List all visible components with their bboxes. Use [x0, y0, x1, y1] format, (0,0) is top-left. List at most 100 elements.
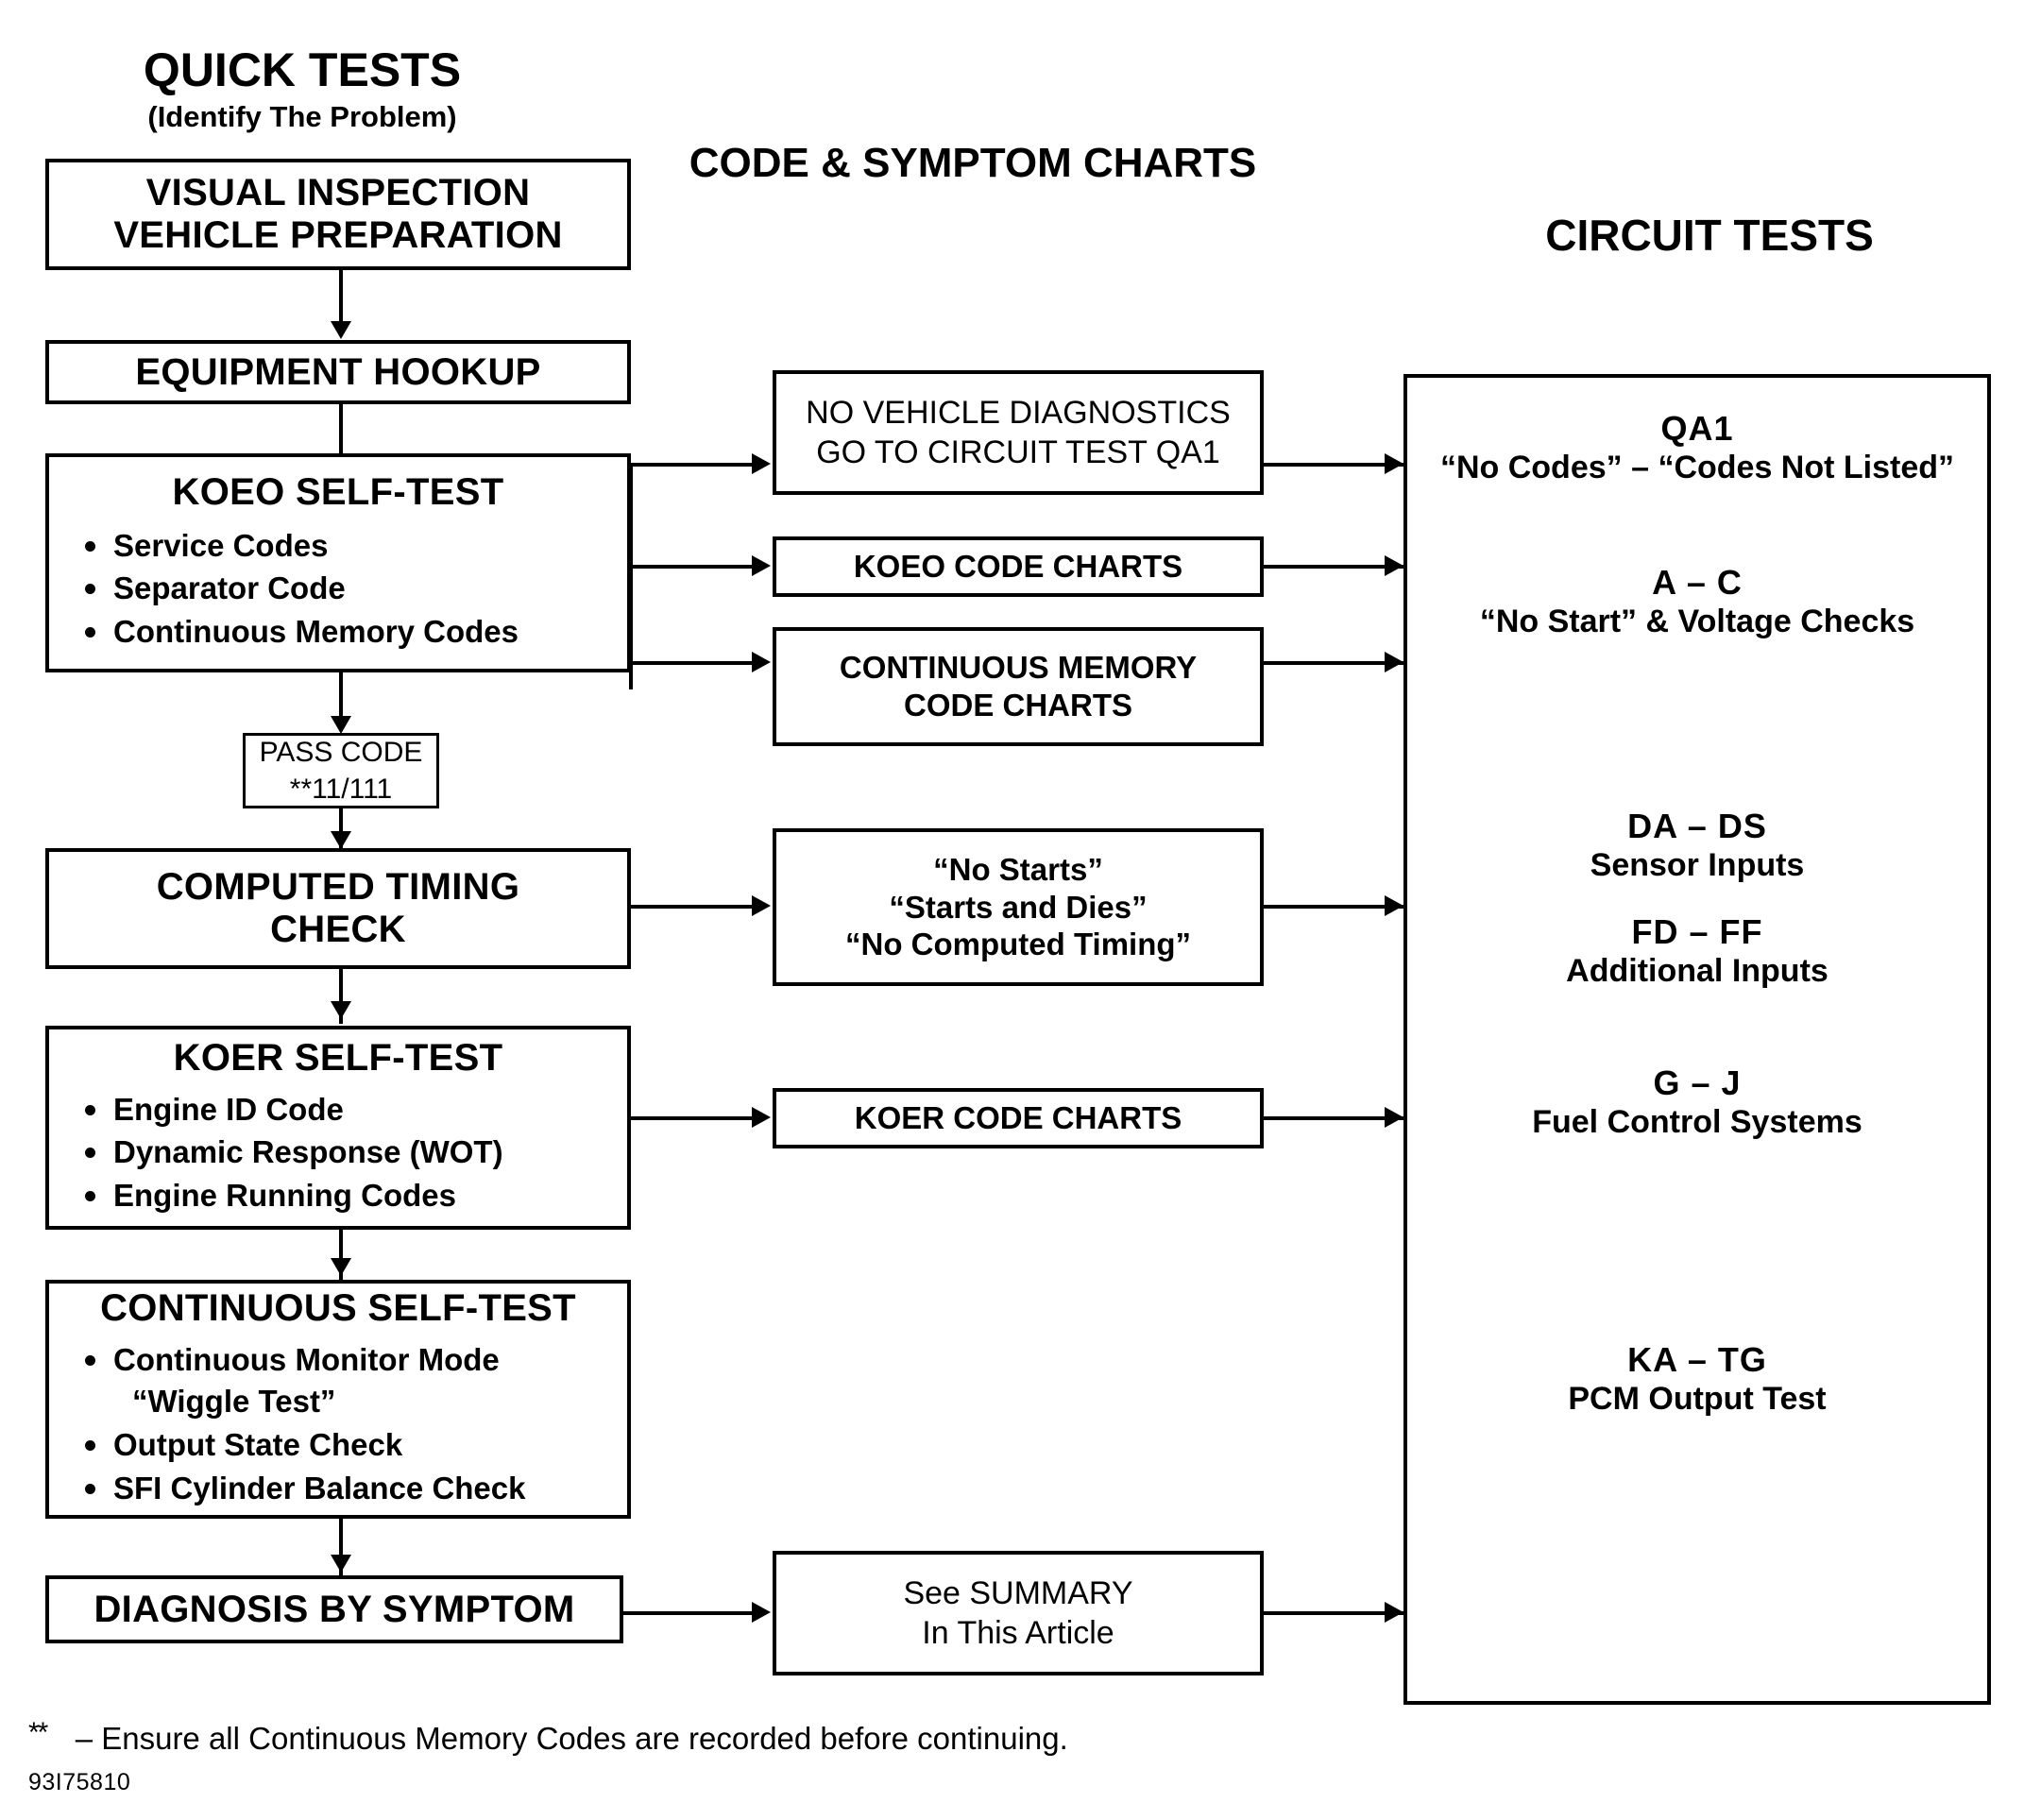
list-item: Continuous Memory Codes — [77, 611, 627, 653]
computed-timing-line1: COMPUTED TIMING — [156, 866, 520, 909]
arrowhead-see-summary-to-panel — [1385, 1602, 1403, 1623]
arrowhead-koeo-to-continuous-memory-code-charts — [752, 652, 771, 672]
arrowhead-visual-to-equipment — [331, 321, 351, 339]
box-continuous-self-test[interactable]: CONTINUOUS SELF-TEST Continuous Monitor … — [45, 1280, 631, 1519]
box-no-vehicle-diagnostics[interactable]: NO VEHICLE DIAGNOSTICS GO TO CIRCUIT TES… — [773, 370, 1264, 495]
koeo-code-charts-label: KOEO CODE CHARTS — [853, 549, 1183, 585]
no-vehicle-diagnostics-line2: GO TO CIRCUIT TEST QA1 — [816, 434, 1220, 470]
pass-code-line1: PASS CODE — [259, 737, 423, 768]
box-see-summary[interactable]: See SUMMARY In This Article — [773, 1551, 1264, 1675]
page-title-code-symptom-charts: CODE & SYMPTOM CHARTS — [689, 140, 1257, 186]
koeo-self-test-bullets: Service Codes Separator Code Continuous … — [49, 525, 627, 655]
arrowhead-passcode-to-timing — [331, 831, 351, 849]
list-item: SFI Cylinder Balance Check — [77, 1468, 627, 1509]
list-item: Dynamic Response (WOT) — [77, 1131, 627, 1173]
list-item: Engine Running Codes — [77, 1175, 627, 1216]
no-starts-line3: “No Computed Timing” — [844, 927, 1192, 962]
connector-koeo-to-no-vehicle-diagnostics — [629, 463, 754, 467]
box-diagnosis-by-symptom[interactable]: DIAGNOSIS BY SYMPTOM — [45, 1575, 623, 1643]
box-visual-inspection[interactable]: VISUAL INSPECTION VEHICLE PREPARATION — [45, 159, 631, 270]
circuit-test-desc-fd-ff: Additional Inputs — [1566, 953, 1828, 989]
arrowhead-koeo-code-charts-to-panel — [1385, 555, 1403, 576]
circuit-test-desc-da-ds: Sensor Inputs — [1590, 847, 1805, 883]
connector-equipment-to-koeo — [339, 404, 343, 463]
circuit-test-code-ka-tg: KA – TG — [1627, 1340, 1767, 1379]
circuit-test-code-fd-ff: FD – FF — [1631, 912, 1763, 951]
connector-timing-to-no-starts — [629, 905, 754, 909]
arrowhead-timing-to-koer — [331, 1001, 351, 1019]
connector-continuous-to-diagnosis — [339, 1519, 343, 1577]
continuous-memory-code-charts-line1: CONTINUOUS MEMORY — [839, 650, 1198, 686]
box-continuous-memory-code-charts[interactable]: CONTINUOUS MEMORY CODE CHARTS — [773, 627, 1264, 746]
box-computed-timing-check[interactable]: COMPUTED TIMING CHECK — [45, 848, 631, 969]
see-summary-line1: See SUMMARY — [903, 1574, 1133, 1611]
arrowhead-no-starts-to-panel — [1385, 895, 1403, 916]
circuit-test-desc-ka-tg: PCM Output Test — [1568, 1381, 1827, 1417]
pass-code-line2: **11/111 — [289, 774, 393, 805]
arrowhead-timing-to-no-starts — [752, 895, 771, 916]
circuit-test-code-qa1: QA1 — [1660, 409, 1734, 448]
connector-koeo-code-charts-to-panel — [1264, 565, 1405, 569]
list-item: Output State Check — [77, 1424, 627, 1466]
list-item: Continuous Monitor Mode — [77, 1339, 627, 1381]
footnote-asterisk-note: ** – Ensure all Continuous Memory Codes … — [28, 1717, 1068, 1757]
connector-no-vehicle-diagnostics-to-panel — [1264, 463, 1405, 467]
panel-circuit-tests[interactable]: QA1 “No Codes” – “Codes Not Listed” A – … — [1403, 374, 1991, 1705]
arrowhead-koer-code-charts-to-panel — [1385, 1107, 1403, 1128]
continuous-self-test-title: CONTINUOUS SELF-TEST — [100, 1287, 576, 1330]
box-equipment-hookup[interactable]: EQUIPMENT HOOKUP — [45, 340, 631, 404]
connector-koeo-to-continuous-memory-code-charts — [629, 661, 754, 665]
arrowhead-koer-to-continuous — [331, 1258, 351, 1276]
box-no-starts-symptoms[interactable]: “No Starts” “Starts and Dies” “No Comput… — [773, 828, 1264, 986]
arrowhead-koeo-to-koeo-code-charts — [752, 555, 771, 576]
arrowhead-no-vehicle-diagnostics-to-panel — [1385, 453, 1403, 474]
box-koer-self-test[interactable]: KOER SELF-TEST Engine ID Code Dynamic Re… — [45, 1026, 631, 1230]
connector-koeo-to-passcode — [339, 672, 343, 731]
connector-koeo-to-koeo-code-charts — [629, 565, 754, 569]
arrowhead-continuous-to-diagnosis — [331, 1555, 351, 1573]
arrowhead-diagnosis-to-see-summary — [752, 1602, 771, 1623]
footnote-marker: ** — [28, 1717, 48, 1748]
connector-visual-to-equipment — [339, 270, 343, 329]
footnote-text: – Ensure all Continuous Memory Codes are… — [75, 1721, 1068, 1756]
arrowhead-koer-to-koer-code-charts — [752, 1107, 771, 1128]
list-item: Service Codes — [77, 525, 627, 567]
computed-timing-line2: CHECK — [270, 909, 406, 950]
arrowhead-koeo-to-no-vehicle-diagnostics — [752, 453, 771, 474]
equipment-hookup-label: EQUIPMENT HOOKUP — [135, 350, 541, 393]
connector-diagnosis-to-see-summary — [623, 1611, 754, 1615]
page-title-quick-tests: QUICK TESTS — [143, 43, 462, 96]
koer-code-charts-label: KOER CODE CHARTS — [854, 1100, 1182, 1136]
circuit-test-code-a-c: A – C — [1652, 563, 1743, 602]
koer-self-test-bullets: Engine ID Code Dynamic Response (WOT) En… — [49, 1089, 627, 1219]
list-item-continuation: “Wiggle Test” — [132, 1384, 336, 1420]
see-summary-line2: In This Article — [922, 1615, 1114, 1651]
connector-see-summary-to-panel — [1264, 1611, 1405, 1615]
connector-no-starts-to-panel — [1264, 905, 1405, 909]
koeo-self-test-title: KOEO SELF-TEST — [172, 470, 504, 513]
box-koeo-code-charts[interactable]: KOEO CODE CHARTS — [773, 536, 1264, 597]
document-id: 93I75810 — [28, 1769, 131, 1795]
arrowhead-continuous-memory-code-charts-to-panel — [1385, 652, 1403, 672]
connector-koer-code-charts-to-panel — [1264, 1116, 1405, 1120]
box-koer-code-charts[interactable]: KOER CODE CHARTS — [773, 1088, 1264, 1148]
diagnosis-by-symptom-label: DIAGNOSIS BY SYMPTOM — [94, 1588, 575, 1630]
visual-inspection-line1: VISUAL INSPECTION — [145, 172, 531, 214]
page-title-circuit-tests: CIRCUIT TESTS — [1545, 211, 1874, 260]
continuous-memory-code-charts-line2: CODE CHARTS — [903, 688, 1132, 723]
circuit-test-code-g-j: G – J — [1653, 1063, 1742, 1102]
connector-timing-to-koer — [339, 969, 343, 1024]
no-starts-line1: “No Starts” — [933, 852, 1103, 888]
box-pass-code[interactable]: PASS CODE **11/111 — [243, 733, 439, 808]
visual-inspection-line2: VEHICLE PREPARATION — [113, 214, 563, 256]
circuit-test-desc-a-c: “No Start” & Voltage Checks — [1479, 604, 1915, 639]
no-vehicle-diagnostics-line1: NO VEHICLE DIAGNOSTICS — [806, 394, 1231, 431]
circuit-test-code-da-ds: DA – DS — [1627, 807, 1767, 845]
circuit-test-desc-g-j: Fuel Control Systems — [1532, 1104, 1862, 1140]
connector-koeo-right-bus — [629, 463, 633, 689]
arrowhead-koeo-to-passcode — [331, 716, 351, 734]
box-koeo-self-test[interactable]: KOEO SELF-TEST Service Codes Separator C… — [45, 453, 631, 672]
no-starts-line2: “Starts and Dies” — [889, 889, 1148, 925]
continuous-self-test-bullets: Continuous Monitor Mode “Wiggle Test” Ou… — [49, 1339, 627, 1511]
